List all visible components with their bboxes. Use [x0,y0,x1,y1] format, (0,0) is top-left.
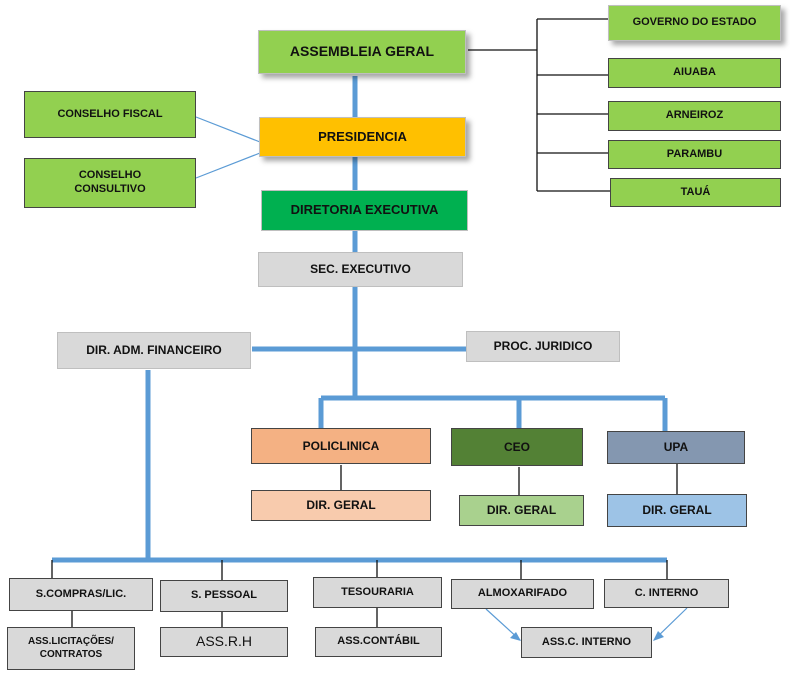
dir-adm-financeiro-box: DIR. ADM. FINANCEIRO [57,332,251,369]
diretoria-executiva-box: DIRETORIA EXECUTIVA [261,190,468,231]
upa-dir-geral-box: DIR. GERAL [607,494,747,527]
parambu-box: PARAMBU [608,140,781,169]
taua-box: TAUÁ [610,178,781,207]
sec-executivo-box: SEC. EXECUTIVO [258,252,463,287]
presidencia-box: PRESIDENCIA [259,117,466,157]
ass-licitacoes-box: ASS.LICITAÇÕES/ CONTRATOS [7,627,135,670]
conselho-consultivo-box: CONSELHO CONSULTIVO [24,158,196,208]
s-compras-box: S.COMPRAS/LIC. [9,578,153,611]
ass-c-interno-box: ASS.C. INTERNO [521,627,652,658]
ceo-dir-geral-box: DIR. GERAL [459,495,584,526]
proc-juridico-box: PROC. JURIDICO [466,331,620,362]
aiuaba-box: AIUABA [608,58,781,88]
policlinica-dir-geral-box: DIR. GERAL [251,490,431,521]
c-interno-box: C. INTERNO [604,579,729,608]
tesouraria-box: TESOURARIA [313,577,442,608]
arneiroz-box: ARNEIROZ [608,101,781,131]
policlinica-box: POLICLINICA [251,428,431,464]
assembleia-geral-box: ASSEMBLEIA GERAL [258,30,466,74]
almoxarifado-box: ALMOXARIFADO [451,579,594,609]
ass-contabil-box: ASS.CONTÁBIL [315,627,442,657]
upa-box: UPA [607,431,745,464]
s-pessoal-box: S. PESSOAL [160,580,288,612]
governo-estado-box: GOVERNO DO ESTADO [608,5,781,41]
ass-rh-box: ASS.R.H [160,627,288,657]
ceo-box: CEO [451,428,583,466]
conselho-fiscal-box: CONSELHO FISCAL [24,91,196,138]
